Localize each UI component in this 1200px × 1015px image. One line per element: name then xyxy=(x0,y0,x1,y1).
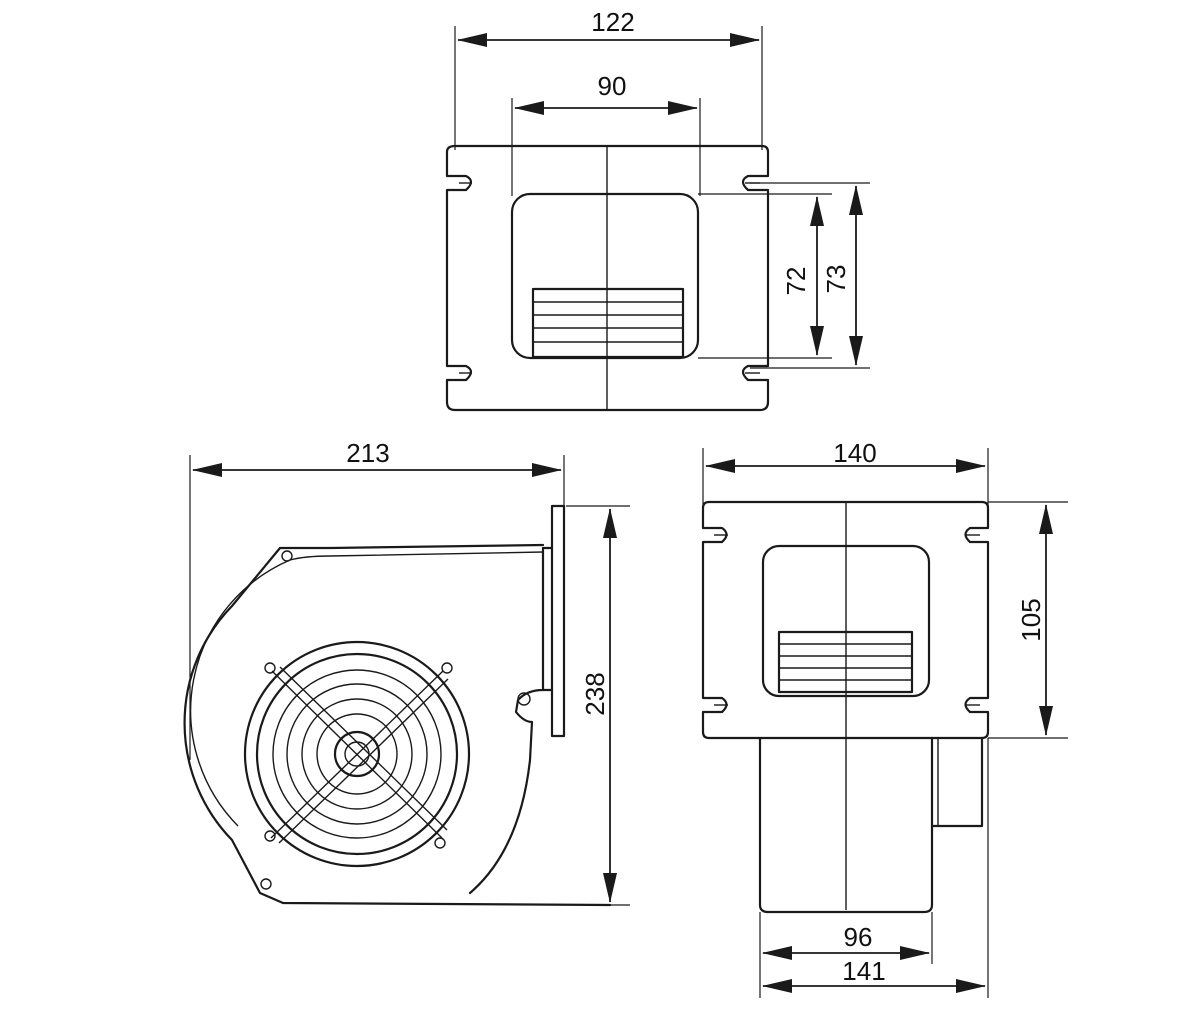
top-outlet-opening xyxy=(510,192,700,360)
top-view: 122 90 72 73 xyxy=(445,7,870,412)
side-volute-housing xyxy=(183,543,612,907)
dim-label-72: 72 xyxy=(781,267,811,296)
dim-label-140: 140 xyxy=(833,438,876,468)
front-housing-body xyxy=(758,736,934,914)
dim-label-73: 73 xyxy=(821,265,851,294)
top-louvre-grille xyxy=(531,287,685,359)
dim-label-105: 105 xyxy=(1016,598,1046,641)
side-outlet-flange xyxy=(550,504,566,738)
side-view: 213 238 xyxy=(183,438,630,907)
dim-label-90: 90 xyxy=(598,71,627,101)
dim-label-213: 213 xyxy=(346,438,389,468)
dim-label-141: 141 xyxy=(842,956,885,986)
front-view: 140 105 96 141 xyxy=(701,438,1068,998)
top-flange-plate xyxy=(445,144,770,412)
front-motor xyxy=(930,736,984,828)
side-inlet-guard xyxy=(243,640,471,868)
dim-label-96: 96 xyxy=(844,922,873,952)
dim-label-238: 238 xyxy=(580,672,610,715)
dim-label-122: 122 xyxy=(591,7,634,37)
